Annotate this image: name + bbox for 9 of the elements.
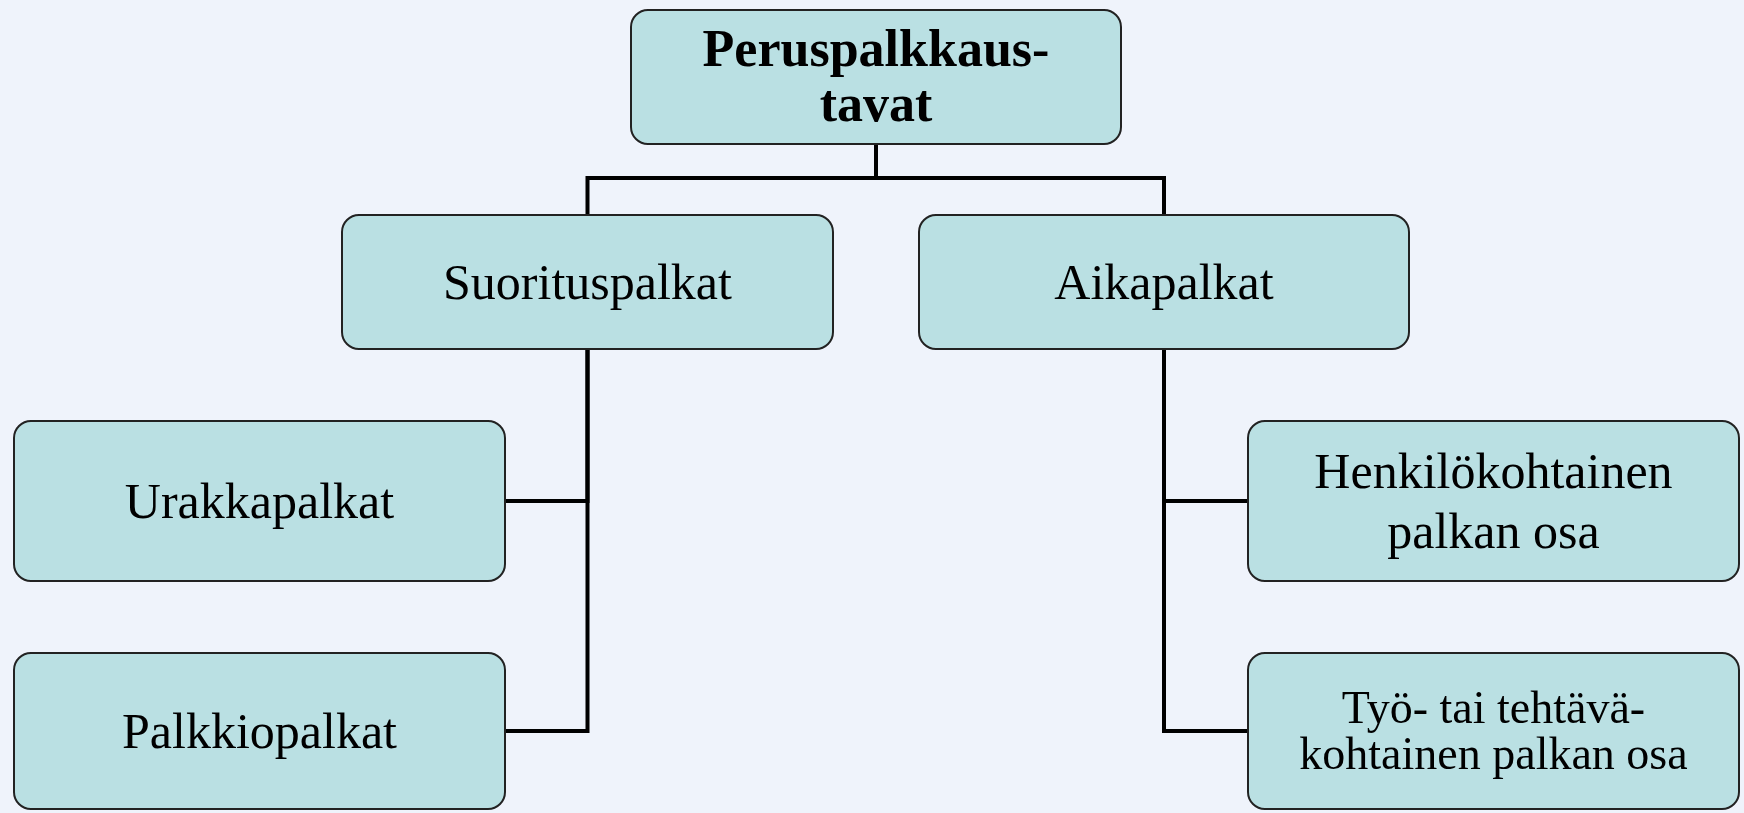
connector-line	[506, 350, 590, 733]
category-box: Työ- tai tehtävä-kohtainen palkan osa	[1247, 652, 1740, 810]
category-box: Palkkiopalkat	[13, 652, 506, 810]
category-box: Urakkapalkat	[13, 420, 506, 582]
connector-line	[1162, 350, 1247, 733]
category-box: Aikapalkat	[918, 214, 1410, 350]
category-box: Suorituspalkat	[341, 214, 834, 350]
category-box: Henkilökohtainen palkan osa	[1247, 420, 1740, 582]
category-box: Peruspalkkaus-tavat	[630, 9, 1122, 145]
